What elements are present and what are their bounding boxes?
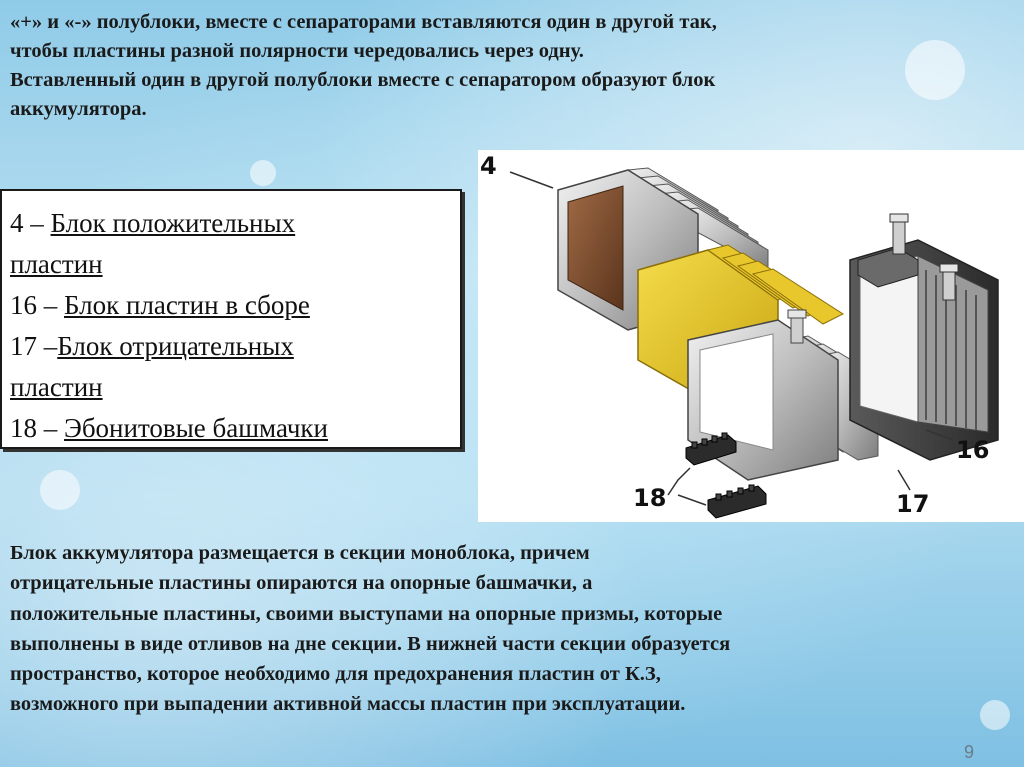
background-sparkle xyxy=(40,470,80,510)
legend-line-17: 17 –Блок отрицательных xyxy=(10,326,452,367)
leader-lines xyxy=(509,171,954,506)
body-paragraph: Блок аккумулятора размещается в секции м… xyxy=(10,542,731,716)
ebonite-shoes xyxy=(685,432,767,519)
background-sparkle xyxy=(980,700,1010,730)
label-4: 4 xyxy=(480,152,497,180)
legend-prefix: 18 – xyxy=(10,413,64,443)
battery-block-svg: 4 16 17 18 xyxy=(480,152,999,519)
legend-term: Блок положительных xyxy=(50,208,296,238)
legend-line-16: 16 – Блок пластин в сборе xyxy=(10,285,452,326)
assembled-plate-block xyxy=(849,213,999,461)
legend-line-17-cont: пластин xyxy=(10,367,452,408)
legend-term: пластин xyxy=(10,249,103,279)
legend-box: 4 – Блок положительных пластин 16 – Блок… xyxy=(0,189,462,449)
intro-paragraph: «+» и «-» полублоки, вместе с сепаратора… xyxy=(10,11,717,120)
battery-block-illustration: 4 16 17 18 xyxy=(478,150,1024,522)
label-18: 18 xyxy=(633,484,666,512)
legend-line-4-cont: пластин xyxy=(10,244,452,285)
legend-term: пластин xyxy=(10,372,103,402)
background-sparkle xyxy=(905,40,965,100)
legend-term: Блок отрицательных xyxy=(57,331,294,361)
legend-term: Эбонитовые башмачки xyxy=(64,413,328,443)
background-sparkle xyxy=(250,160,276,186)
label-16: 16 xyxy=(956,436,989,464)
legend-term: Блок пластин в сборе xyxy=(64,290,310,320)
positive-plate-block xyxy=(557,167,769,331)
page-number: 9 xyxy=(963,742,974,762)
legend-line-18: 18 – Эбонитовые башмачки xyxy=(10,408,452,449)
legend-line-4: 4 – Блок положительных xyxy=(10,203,452,244)
label-17: 17 xyxy=(896,490,929,518)
legend-prefix: 4 – xyxy=(10,208,51,238)
legend-prefix: 16 – xyxy=(10,290,64,320)
legend-prefix: 17 – xyxy=(10,331,58,361)
